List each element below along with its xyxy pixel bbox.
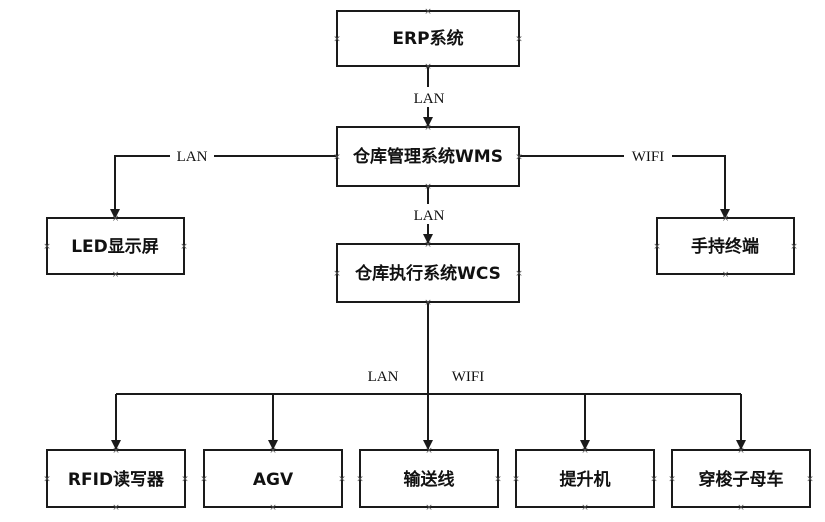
svg-text:输送线: 输送线	[404, 469, 455, 490]
connection-point-marker: ×	[333, 35, 341, 45]
connection-point-marker: ×	[515, 269, 523, 279]
node-erp: ERP系统	[336, 10, 520, 67]
connection-point-marker: ×	[112, 446, 120, 456]
node-agv: AGV	[203, 449, 343, 508]
svg-text:LED显示屏: LED显示屏	[71, 237, 159, 257]
connection-point-marker: ×	[668, 475, 676, 485]
connection-point-marker: ×	[806, 475, 814, 485]
connection-point-marker: ×	[737, 446, 745, 456]
connection-point-marker: ×	[790, 242, 798, 252]
connection-point-marker: ×	[425, 446, 433, 456]
connection-point-marker: ×	[581, 446, 589, 456]
node-lift: 提升机	[515, 449, 655, 508]
edge-label-wms-wcs: LAN	[414, 208, 445, 224]
edge-label-erp-wms: LAN	[414, 91, 445, 107]
svg-text:ERP系统: ERP系统	[392, 28, 463, 49]
connection-point-marker: ×	[181, 475, 189, 485]
connection-point-marker: ×	[112, 270, 120, 280]
connection-point-marker: ×	[424, 182, 432, 192]
node-conveyor: 输送线	[359, 449, 499, 508]
edge-label-wcs-lan: LAN	[368, 369, 399, 385]
connection-point-marker: ×	[338, 475, 346, 485]
connection-point-marker: ×	[333, 153, 341, 163]
connection-point-marker: ×	[356, 475, 364, 485]
edge-label-wms-handheld: WIFI	[632, 149, 665, 165]
connection-point-marker: ×	[424, 298, 432, 308]
connection-point-marker: ×	[43, 475, 51, 485]
edge-wms-handheld	[519, 155, 730, 219]
connection-point-marker: ×	[424, 7, 432, 17]
node-rfid: RFID读写器	[46, 449, 186, 508]
connection-point-marker: ×	[269, 503, 277, 513]
edge-wms-led	[110, 155, 337, 219]
svg-text:仓库执行系统WCS: 仓库执行系统WCS	[354, 263, 501, 284]
edge-label-wcs-wifi: WIFI	[452, 369, 485, 385]
connection-point-marker: ×	[424, 62, 432, 72]
connection-point-marker: ×	[737, 503, 745, 513]
connection-markers: × × × × × × × × × × × × × × × × × × × × × × × × × × × × × × × × × × × × × × × ×	[43, 7, 814, 513]
connection-point-marker: ×	[424, 240, 432, 250]
connection-point-marker: ×	[333, 269, 341, 279]
connection-point-marker: ×	[424, 123, 432, 133]
svg-text:穿梭子母车: 穿梭子母车	[699, 469, 784, 490]
connection-point-marker: ×	[112, 503, 120, 513]
connection-point-marker: ×	[200, 475, 208, 485]
connection-point-marker: ×	[722, 270, 730, 280]
connection-point-marker: ×	[722, 214, 730, 224]
connection-point-marker: ×	[512, 475, 520, 485]
connection-point-marker: ×	[180, 242, 188, 252]
node-wcs: 仓库执行系统WCS	[336, 243, 520, 303]
connection-point-marker: ×	[494, 475, 502, 485]
connection-point-marker: ×	[653, 242, 661, 252]
svg-text:RFID读写器: RFID读写器	[68, 469, 165, 490]
connection-point-marker: ×	[515, 153, 523, 163]
node-wms: 仓库管理系统WMS	[336, 126, 520, 187]
connection-point-marker: ×	[43, 242, 51, 252]
svg-text:手持终端: 手持终端	[691, 236, 759, 257]
svg-text:提升机: 提升机	[560, 469, 611, 490]
node-handheld: 手持终端	[656, 217, 795, 275]
node-shuttle: 穿梭子母车	[671, 449, 811, 508]
connection-point-marker: ×	[112, 214, 120, 224]
svg-text:仓库管理系统WMS: 仓库管理系统WMS	[352, 146, 503, 167]
connection-point-marker: ×	[650, 475, 658, 485]
connection-point-marker: ×	[425, 503, 433, 513]
edge-label-wms-led: LAN	[177, 149, 208, 165]
connection-point-marker: ×	[515, 35, 523, 45]
connection-point-marker: ×	[581, 503, 589, 513]
svg-text:AGV: AGV	[253, 470, 294, 490]
node-led: LED显示屏	[46, 217, 185, 275]
connection-point-marker: ×	[269, 446, 277, 456]
